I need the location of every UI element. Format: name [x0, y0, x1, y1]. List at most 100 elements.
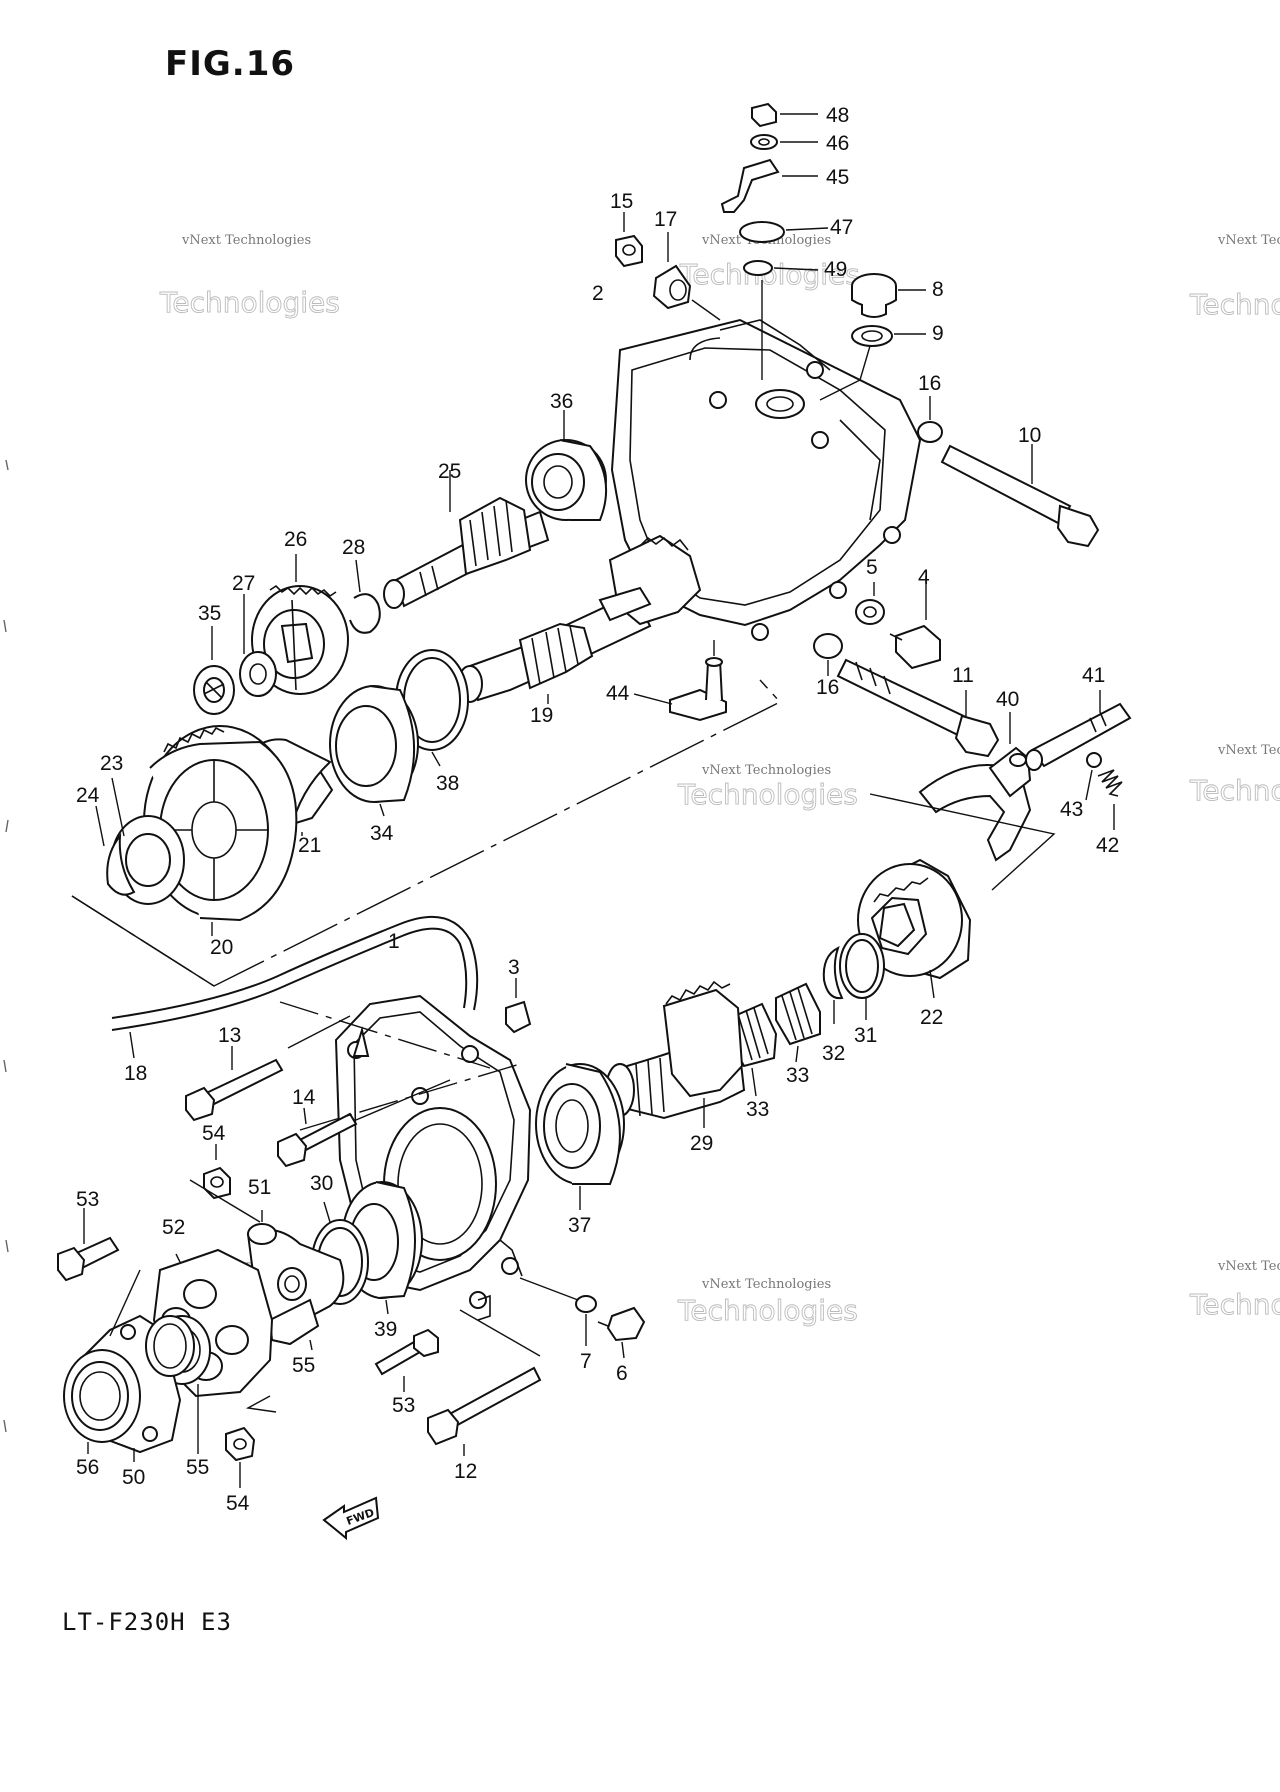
callout-52: 52	[162, 1216, 185, 1239]
callout-56: 56	[76, 1456, 99, 1479]
callout-48: 48	[826, 104, 849, 127]
callout-32: 32	[822, 1042, 845, 1065]
callout-33-lower: 33	[746, 1098, 769, 1121]
watermark-text: Technologies	[677, 778, 858, 811]
callout-11: 11	[952, 664, 974, 687]
callout-25: 25	[438, 460, 461, 483]
upper-gear-case	[610, 318, 922, 641]
gear-shaft-29	[605, 980, 746, 1128]
watermark-text: vNext Technologies	[1217, 743, 1280, 758]
nut-15-and-bushing-17	[615, 212, 721, 321]
watermark-text: Technologies	[159, 286, 340, 319]
watermark-text: vNext Technologies	[701, 763, 831, 778]
bolts-4-5-11-washer-16	[813, 576, 1000, 758]
ring-55-nut-54-lower	[145, 1315, 256, 1488]
callout-3: 3	[508, 956, 520, 979]
callout-33-upper: 33	[786, 1064, 809, 1087]
watermark-text: Technologies	[1189, 774, 1280, 807]
callout-53-upper: 53	[76, 1188, 99, 1211]
output-gear-20-assembly	[95, 725, 334, 936]
callout-1: 1	[388, 930, 400, 953]
forward-arrow: FWD	[322, 1496, 380, 1541]
callout-15: 15	[610, 190, 633, 213]
callout-55-upper: 55	[292, 1354, 315, 1377]
callout-18: 18	[124, 1062, 147, 1085]
callout-43: 43	[1060, 798, 1083, 821]
watermark-text: vNext Technologies	[1217, 1259, 1280, 1274]
watermark-text: Technologies	[1189, 288, 1280, 321]
callout-36: 36	[550, 390, 573, 413]
bolts-53-12	[374, 1309, 542, 1456]
callout-29: 29	[690, 1132, 713, 1155]
bolt-10-and-washer-16	[917, 396, 1100, 548]
callout-23: 23	[100, 752, 123, 775]
centre-lines	[71, 679, 782, 1131]
callout-27: 27	[232, 572, 255, 595]
shift-arm-44	[633, 640, 727, 722]
callout-26: 26	[284, 528, 307, 551]
seal-38-and-bearing-34	[329, 649, 469, 817]
callout-53-lower: 53	[392, 1394, 415, 1417]
watermark-text: Technologies	[677, 1294, 858, 1327]
callout-labels: 48 46 45 47 49 15 17 8 9 2 16 10 36 25 2…	[76, 104, 1119, 1515]
callout-54-lower: 54	[226, 1492, 250, 1515]
figure-title: FIG.16	[165, 44, 296, 84]
callout-34: 34	[370, 822, 394, 845]
callout-55-lower: 55	[186, 1456, 209, 1479]
callout-12: 12	[454, 1460, 477, 1483]
callout-21: 21	[298, 834, 321, 857]
callout-41: 41	[1082, 664, 1105, 687]
callout-6: 6	[616, 1362, 628, 1385]
bearing-37	[535, 1063, 625, 1210]
callout-42: 42	[1096, 834, 1119, 857]
callout-49: 49	[824, 258, 847, 281]
bolts-13-14	[185, 1015, 451, 1168]
top-hardware-stack	[720, 102, 829, 380]
plug-8-and-washer-9	[819, 273, 926, 401]
bearing-36	[525, 410, 608, 521]
callout-38: 38	[436, 772, 459, 795]
callout-10: 10	[1018, 424, 1041, 447]
shaft-25	[383, 470, 550, 609]
shift-fork-40-assembly	[918, 690, 1132, 862]
callout-24: 24	[76, 784, 100, 807]
callout-30: 30	[310, 1172, 333, 1195]
callout-8: 8	[932, 278, 944, 301]
callout-39: 39	[374, 1318, 397, 1341]
callout-20: 20	[210, 936, 233, 959]
watermark-text: vNext Technologies	[701, 1277, 831, 1292]
callout-16-lower: 16	[816, 676, 839, 699]
callout-47: 47	[830, 216, 853, 239]
callout-54-upper: 54	[202, 1122, 226, 1145]
callout-7: 7	[580, 1350, 592, 1373]
callout-14: 14	[292, 1086, 316, 1109]
callout-19: 19	[530, 704, 553, 727]
callout-4: 4	[918, 566, 930, 589]
callout-28: 28	[342, 536, 365, 559]
callout-35: 35	[198, 602, 221, 625]
callout-16-upper: 16	[918, 372, 941, 395]
scan-edge-marks	[3, 459, 9, 1433]
callout-44: 44	[606, 682, 630, 705]
clutch-hub-22	[822, 793, 1056, 1024]
needle-bearings-33	[729, 982, 821, 1097]
callout-51: 51	[248, 1176, 271, 1199]
watermark-text: vNext Technologies	[1217, 233, 1280, 248]
main-shaft-19	[457, 534, 702, 704]
callout-5: 5	[866, 556, 878, 579]
callout-45: 45	[826, 166, 849, 189]
callout-2: 2	[592, 282, 604, 305]
callout-17: 17	[654, 208, 677, 231]
breather-hose-18	[111, 915, 532, 1059]
flange-50-with-seal-56	[63, 1269, 182, 1462]
callout-9: 9	[932, 322, 944, 345]
watermark-text: Technologies	[1189, 1288, 1280, 1321]
watermark-group: vNext Technologies Technologies vNext Te…	[159, 233, 1280, 1327]
callout-37: 37	[568, 1214, 591, 1237]
bracket-51-and-hardware	[57, 1144, 345, 1351]
callout-40: 40	[996, 688, 1019, 711]
washer-7-bolt-6	[519, 1277, 646, 1359]
callout-50: 50	[122, 1466, 145, 1489]
gear-26-assembly	[193, 554, 381, 715]
